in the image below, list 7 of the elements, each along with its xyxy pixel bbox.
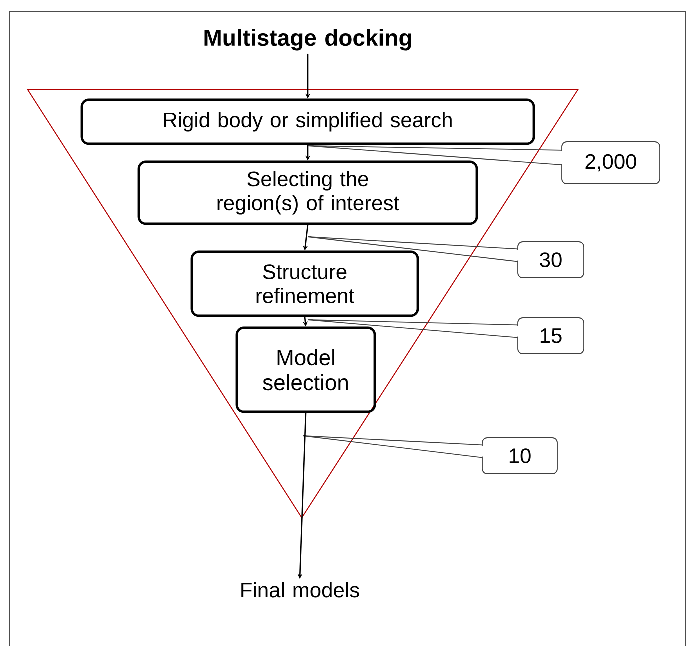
diagram-title: Multistage docking [204, 29, 412, 51]
process-box: Structure refinement [190, 250, 420, 318]
output-label: Final models [242, 582, 360, 598]
process-box: Rigid body or simplified search [80, 98, 536, 146]
process-box: Model selection [236, 326, 376, 414]
process-box: Selecting the region(s) of interest [138, 160, 478, 226]
count-callout: 10 [302, 436, 558, 474]
